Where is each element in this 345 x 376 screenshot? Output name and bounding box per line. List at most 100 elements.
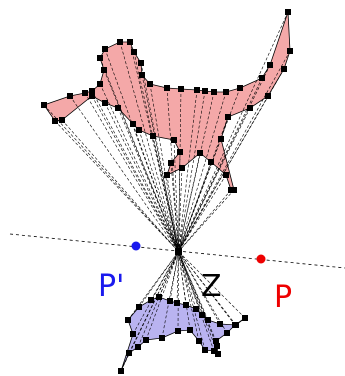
ray (145, 251, 179, 341)
ray (169, 251, 179, 302)
ray (104, 102, 179, 252)
label-p-prime: P' (98, 269, 124, 304)
vertex-marker (202, 88, 208, 94)
vertex-marker (287, 48, 293, 54)
ray (178, 189, 232, 252)
vertex-marker (215, 351, 221, 357)
ray (119, 41, 179, 252)
vertex-marker (164, 172, 170, 178)
ray (178, 251, 228, 334)
ray (178, 50, 291, 252)
ray (178, 152, 201, 252)
vertex-marker (214, 343, 220, 349)
ray (140, 62, 179, 252)
vertex-marker (223, 172, 229, 178)
vertex-marker (211, 89, 217, 95)
ray (178, 251, 215, 352)
vertex-marker (285, 9, 291, 15)
vertex-marker (97, 81, 103, 87)
ray (177, 251, 179, 332)
ray (166, 174, 179, 252)
vertex-marker (148, 297, 154, 303)
ray (132, 123, 179, 252)
vertex-marker (175, 328, 181, 334)
vertex-marker (59, 117, 65, 123)
ray (178, 91, 227, 252)
ray (150, 251, 179, 301)
vertex-marker (125, 317, 131, 323)
vertex-marker (159, 335, 165, 341)
vertex-marker (223, 89, 229, 95)
ray (178, 116, 229, 252)
vertex-marker (164, 85, 170, 91)
vertex-marker (118, 368, 124, 374)
original-figure (43, 11, 291, 191)
ray (127, 251, 179, 321)
vertex-marker (150, 133, 156, 139)
ray (178, 251, 218, 347)
ray (149, 83, 179, 252)
vertex-marker (196, 338, 202, 344)
vertex-marker (208, 159, 214, 165)
ray (178, 251, 219, 355)
ray (178, 251, 203, 316)
ray (178, 68, 285, 252)
ray (117, 107, 179, 252)
center-z-marker (175, 248, 182, 255)
vertex-marker (147, 81, 153, 87)
ray (178, 251, 209, 321)
vertex-marker (197, 150, 203, 156)
vertex-marker (136, 304, 142, 310)
ray (138, 129, 179, 252)
vertex-marker (136, 127, 142, 133)
vertex-marker (67, 93, 73, 99)
ray (178, 251, 246, 319)
vertex-marker (267, 62, 273, 68)
ray (99, 83, 179, 252)
ray (178, 189, 235, 252)
vertex-marker (97, 55, 103, 61)
vertex-marker (232, 322, 238, 328)
ray (103, 69, 179, 252)
vertex-marker (126, 350, 132, 356)
vertex-marker (115, 105, 121, 111)
vertex-marker (156, 294, 162, 300)
vertex-marker (168, 160, 174, 166)
ray (178, 89, 198, 252)
ray (178, 251, 191, 331)
vertex-marker (82, 90, 88, 96)
vertex-marker (259, 75, 265, 81)
ray (84, 92, 179, 252)
vertex-marker (193, 306, 199, 312)
ray (104, 48, 179, 252)
vertex-marker (171, 137, 177, 143)
ray (166, 87, 179, 252)
vertex-marker (213, 338, 219, 344)
vertex-marker (102, 46, 108, 52)
vertex-marker (130, 331, 136, 337)
vertex-marker (138, 60, 144, 66)
ray (178, 90, 206, 252)
ray (61, 119, 179, 252)
vertex-marker (117, 39, 123, 45)
vertex-marker (139, 72, 145, 78)
vertex-marker (177, 149, 183, 155)
vertex-marker (183, 302, 189, 308)
vertex-marker (199, 312, 205, 318)
vertex-marker (242, 315, 248, 321)
vertex-marker (102, 100, 108, 106)
vertex-marker (167, 298, 173, 304)
label-p: P (274, 280, 292, 315)
ray (129, 41, 179, 252)
vertex-marker (187, 327, 193, 333)
vertex-marker (237, 85, 243, 91)
vertex-marker (218, 136, 224, 142)
vertex-marker (202, 347, 208, 353)
vertex-marker (179, 165, 185, 171)
vertex-marker (178, 86, 184, 92)
ray (178, 11, 289, 252)
ray (178, 91, 215, 252)
ray (138, 251, 179, 308)
